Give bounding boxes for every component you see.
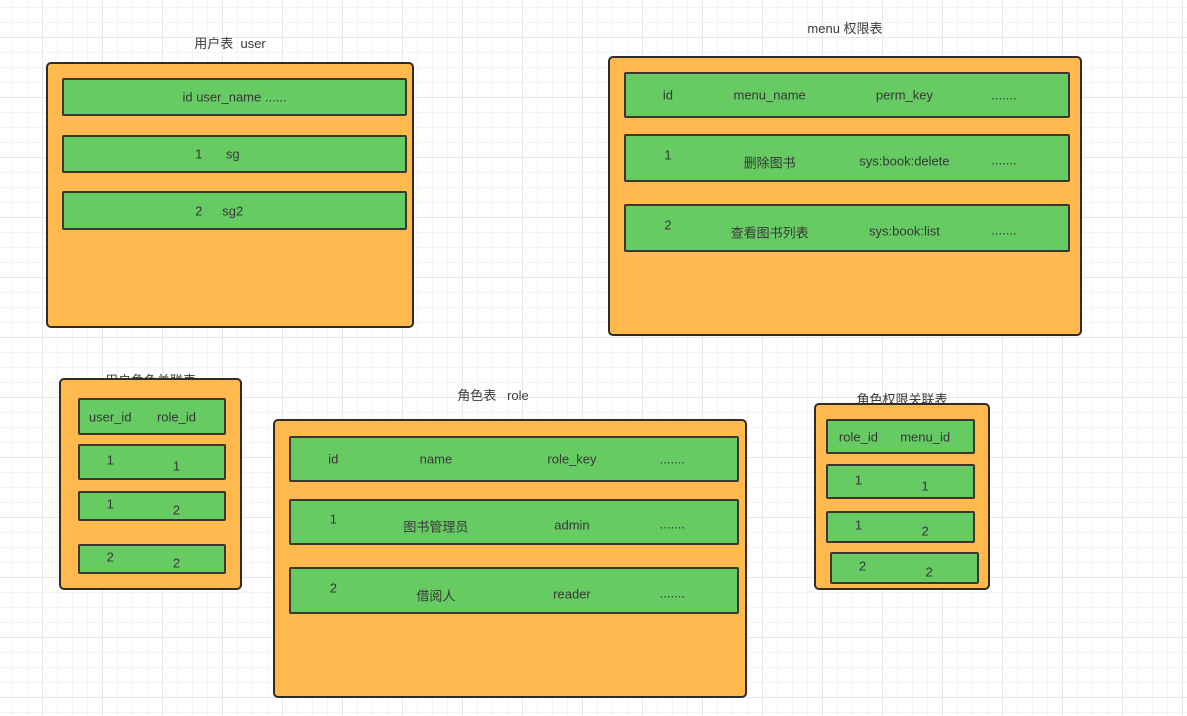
table-row: 1 2: [78, 491, 226, 521]
cell-role-id: 2: [172, 555, 181, 571]
cell-perm-key: sys:book:list: [869, 223, 940, 239]
cell-id: 2: [664, 217, 672, 233]
table-user-role: user_id role_id 1 1 1 2 2 2: [59, 378, 242, 590]
table-row: 1 2: [826, 511, 975, 543]
cell-more: .......: [659, 516, 685, 532]
header-cell: id user_name ......: [182, 89, 287, 105]
table-menu-title: menu 权限表: [807, 21, 883, 36]
table-user-role-header-row: user_id role_id: [78, 398, 226, 435]
header-cell-menu-name: menu_name: [733, 87, 806, 103]
table-role-header-row: id name role_key .......: [289, 436, 739, 482]
table-user: id user_name ...... 1 sg 2 sg2: [46, 62, 414, 328]
table-row: 1 删除图书 sys:book:delete .......: [624, 134, 1070, 182]
cell-user-id: 2: [106, 549, 114, 565]
cell-id: 2: [195, 203, 203, 218]
table-row: 1 1: [78, 444, 226, 480]
table-user-header-row: id user_name ......: [62, 78, 407, 116]
cell-id: 1: [664, 147, 672, 163]
table-row: 2 借阅人 reader .......: [289, 567, 739, 614]
cell-more: .......: [991, 222, 1017, 238]
cell-id: 1: [329, 511, 337, 527]
table-role-menu-header-row: role_id menu_id: [826, 419, 975, 454]
cell-role-id: 2: [172, 502, 181, 518]
header-cell-more: .......: [991, 87, 1017, 103]
cell-user-name: sg: [225, 146, 240, 162]
cell-role-id: 2: [858, 558, 867, 574]
header-cell-role-key: role_key: [547, 451, 597, 467]
cell-user-id: 1: [106, 496, 114, 512]
header-cell-id: id: [662, 87, 674, 103]
header-cell-user-id: user_id: [88, 409, 132, 424]
cell-name: 借阅人: [416, 588, 456, 603]
cell-name: 图书管理员: [403, 519, 469, 535]
cell-menu-id: 2: [925, 564, 933, 580]
cell-menu-id: 2: [921, 523, 929, 539]
cell-role-key: reader: [553, 586, 591, 601]
cell-more: .......: [659, 585, 685, 600]
cell-user-name: sg2: [222, 203, 244, 218]
cell-role-id: 1: [854, 472, 863, 487]
cell-role-id: 1: [172, 458, 181, 474]
header-cell-menu-id: menu_id: [900, 429, 951, 444]
header-cell-perm-key: perm_key: [875, 87, 933, 103]
table-role-title: 角色表 role: [457, 388, 529, 403]
cell-menu-name: 删除图书: [743, 155, 796, 171]
table-row: 2 sg2: [62, 191, 407, 230]
cell-role-key: admin: [554, 517, 590, 533]
table-menu: id menu_name perm_key ....... 1 删除图书 sys…: [608, 56, 1082, 336]
table-row: 1 图书管理员 admin .......: [289, 499, 739, 545]
cell-role-id: 1: [854, 517, 863, 533]
cell-id: 1: [195, 146, 203, 162]
table-row: 1 1: [826, 464, 975, 499]
table-user-title: 用户表 user: [194, 36, 266, 51]
table-row: 2 2: [78, 544, 226, 574]
header-cell-more: .......: [659, 451, 685, 467]
table-row: 2 查看图书列表 sys:book:list .......: [624, 204, 1070, 252]
header-cell-role-id: role_id: [156, 409, 196, 424]
header-cell-role-id: role_id: [838, 429, 878, 444]
header-cell-id: id: [328, 451, 339, 467]
cell-id: 2: [329, 580, 337, 595]
cell-more: .......: [991, 152, 1017, 168]
table-role: id name role_key ....... 1 图书管理员 admin .…: [273, 419, 747, 698]
table-row: 2 2: [830, 552, 979, 584]
cell-user-id: 1: [106, 452, 114, 468]
cell-perm-key: sys:book:delete: [859, 153, 950, 169]
table-role-menu: role_id menu_id 1 1 1 2 2 2: [814, 403, 990, 590]
table-row: 1 sg: [62, 135, 407, 173]
table-menu-header-row: id menu_name perm_key .......: [624, 72, 1070, 118]
cell-menu-name: 查看图书列表: [730, 225, 809, 241]
header-cell-name: name: [419, 451, 453, 467]
cell-menu-id: 1: [921, 478, 929, 493]
